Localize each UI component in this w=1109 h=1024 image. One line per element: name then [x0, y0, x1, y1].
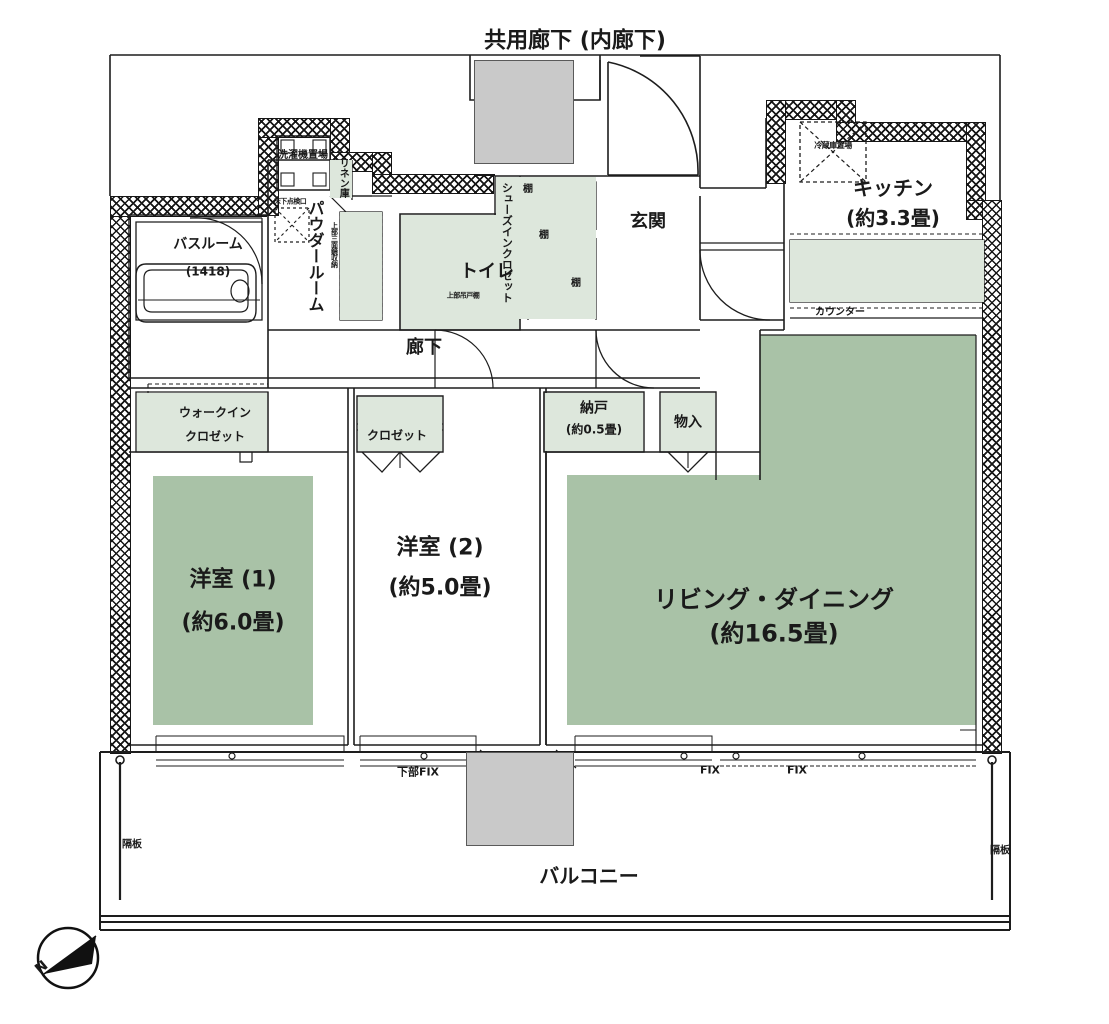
butsuire-fill [661, 393, 715, 451]
closet-label: クロゼット [366, 428, 428, 443]
exterior-wall-right-upper [966, 122, 986, 220]
western-room-1-size: (約6.0畳) [181, 610, 285, 636]
shelf-2-label: 棚 [539, 229, 549, 241]
compass-rose [36, 926, 100, 990]
living-dining-fill [567, 475, 976, 725]
washing-machine-label: 洗濯機置場 [278, 149, 328, 161]
western-room-2-name: 洋室 (2) [396, 535, 484, 561]
counter-label: カウンター [815, 306, 865, 318]
partition-right-label: 隔板 [990, 845, 1010, 857]
shoes-in-closet-label: シューズインクロゼット [500, 182, 514, 303]
exterior-wall-left [110, 196, 131, 754]
walk-in-closet-label-2: クロゼット [184, 429, 246, 444]
exterior-wall-step-4 [475, 174, 495, 176]
ac-unit-balcony [466, 752, 574, 846]
corridor-label: 廊下 [406, 337, 442, 359]
window-fix-lower-label: 下部FIX [396, 765, 440, 779]
exterior-wall-alcove-top [258, 118, 350, 138]
powder-room-label: パウダールーム [305, 200, 325, 312]
closet-fill [358, 397, 442, 451]
linen-cabinet-fill [330, 160, 352, 198]
western-room-2-size: (約5.0畳) [388, 575, 492, 601]
exterior-wall-top-left [110, 196, 267, 217]
window-fix-2-label: FIX [786, 763, 808, 777]
ps-block-top [474, 60, 574, 164]
living-dining-fill-upper [760, 335, 976, 477]
nando-fill [545, 393, 643, 451]
butsuire-label: 物入 [674, 414, 702, 431]
exterior-wall-top-right-a [766, 100, 846, 120]
western-room-1-fill [153, 476, 313, 725]
partition-left-label: 隔板 [122, 839, 142, 851]
toilet-upper-cabinet-label: 上部吊戸棚 [446, 291, 480, 300]
living-dining-name: リビング・ダイニング [654, 585, 894, 614]
mirror-cabinet-label: 上部三面鏡収納 [330, 222, 339, 268]
nando-size: (約0.5畳) [565, 422, 623, 437]
fridge-space-label: 冷蔵庫置場 [814, 141, 852, 151]
window-fix-1-label: FIX [699, 763, 721, 777]
toilet-label: トイレ [460, 261, 514, 283]
shoes-in-closet-fill [496, 177, 596, 319]
vanity-fill [340, 212, 382, 320]
living-dining-size: (約16.5畳) [709, 619, 839, 648]
floor-hatch-label: 床下点検口 [273, 197, 307, 206]
balcony-label: バルコニー [539, 863, 639, 888]
walk-in-closet-fill [137, 393, 267, 451]
bath-room-label: バスルーム [173, 236, 243, 253]
exterior-wall-step-3 [372, 174, 494, 194]
compass-north-label: N [32, 957, 52, 978]
walk-in-closet-label-1: ウォークイン [178, 405, 252, 420]
exterior-wall-top-right-b [836, 122, 986, 142]
common-corridor-label: 共用廊下 (内廊下) [484, 28, 666, 54]
exterior-wall-kitchen-left [766, 100, 786, 184]
shelf-1-label: 棚 [523, 183, 533, 195]
linen-cabinet-label: リネン庫 [337, 158, 349, 198]
bath-size-label: (1418) [185, 264, 231, 279]
exterior-wall-right [982, 200, 1002, 754]
kitchen-name: キッチン [853, 175, 933, 200]
western-room-1-name: 洋室 (1) [189, 567, 277, 593]
nando-name: 納戸 [580, 400, 608, 417]
shelf-3-label: 棚 [571, 277, 581, 289]
kitchen-size: (約3.3畳) [846, 205, 940, 230]
kitchen-counter-fill [790, 240, 984, 302]
entrance-label: 玄関 [630, 211, 666, 233]
